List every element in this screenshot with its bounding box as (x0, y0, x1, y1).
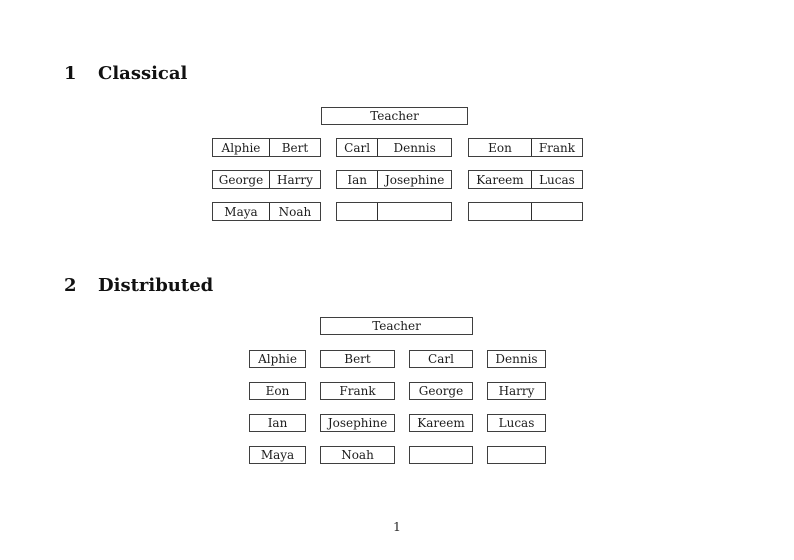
section-title: Classical (98, 63, 188, 84)
seat-george: George (409, 382, 473, 400)
seat-bert: Bert (320, 350, 395, 368)
seat-bert: Bert (268, 139, 320, 156)
double-desk: Eon Frank (468, 138, 583, 157)
double-desk (468, 202, 583, 221)
seat-carl: Carl (409, 350, 473, 368)
seat-empty (487, 446, 546, 464)
seat-alphie: Alphie (249, 350, 306, 368)
double-desk: George Harry (212, 170, 321, 189)
seat-maya: Maya (249, 446, 306, 464)
seat-kareem: Kareem (409, 414, 473, 432)
page-number: 1 (393, 519, 401, 534)
seat-harry: Harry (487, 382, 546, 400)
seat-dennis: Dennis (377, 139, 451, 156)
teacher-label: Teacher (370, 109, 419, 123)
seat-harry: Harry (268, 171, 320, 188)
seat-empty (530, 203, 582, 220)
seat-george: George (218, 172, 264, 187)
double-desk: Kareem Lucas (468, 170, 583, 189)
seat-carl: Carl (344, 140, 371, 155)
section-number: 1 (64, 63, 77, 84)
double-desk (336, 202, 452, 221)
double-desk: Ian Josephine (336, 170, 452, 189)
seat-ian: Ian (249, 414, 306, 432)
section-heading-distributed: 2 Distributed (64, 275, 213, 296)
seat-ian: Ian (347, 172, 367, 187)
seat-noah: Noah (320, 446, 395, 464)
seat-dennis: Dennis (487, 350, 546, 368)
seat-frank: Frank (320, 382, 395, 400)
seat-maya: Maya (224, 204, 258, 219)
seat-noah: Noah (268, 203, 320, 220)
seat-empty (377, 203, 451, 220)
seat-josephine: Josephine (320, 414, 395, 432)
double-desk: Carl Dennis (336, 138, 452, 157)
teacher-box-distributed: Teacher (320, 317, 473, 335)
double-desk: Alphie Bert (212, 138, 321, 157)
section-heading-classical: 1 Classical (64, 63, 187, 84)
seat-alphie: Alphie (221, 140, 261, 155)
seat-kareem: Kareem (476, 172, 524, 187)
seat-lucas: Lucas (487, 414, 546, 432)
seat-eon: Eon (488, 140, 512, 155)
seat-frank: Frank (530, 139, 582, 156)
teacher-box-classical: Teacher (321, 107, 468, 125)
seat-lucas: Lucas (530, 171, 582, 188)
double-desk: Maya Noah (212, 202, 321, 221)
seat-empty (469, 203, 531, 220)
seat-empty (337, 203, 377, 220)
seat-josephine: Josephine (377, 171, 451, 188)
teacher-label: Teacher (372, 319, 421, 333)
section-title: Distributed (98, 275, 214, 296)
section-number: 2 (64, 275, 77, 296)
seat-eon: Eon (249, 382, 306, 400)
seat-empty (409, 446, 473, 464)
